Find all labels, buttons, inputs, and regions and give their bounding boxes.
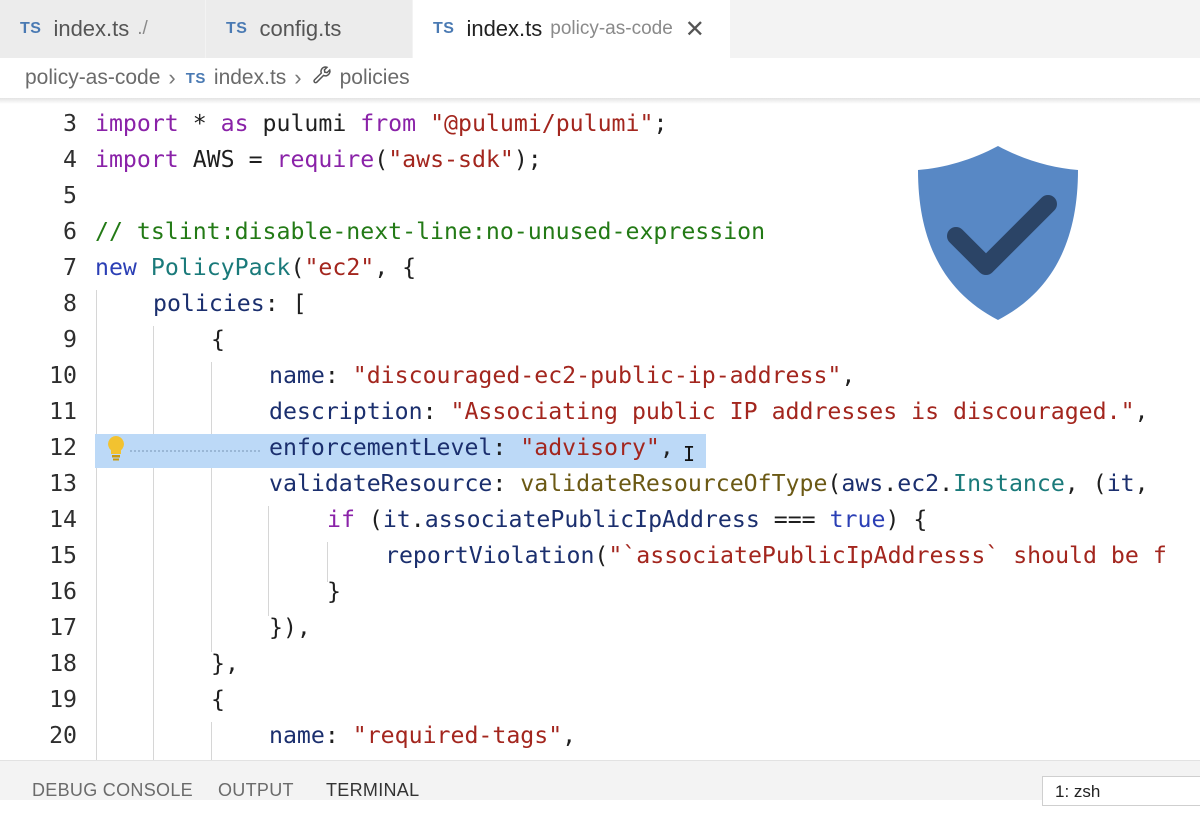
code-text: name: "required-tags", <box>269 722 577 749</box>
code-text: name: "discouraged-ec2-public-ip-address… <box>269 362 856 389</box>
code-line: 7 new PolicyPack("ec2", { <box>0 250 1200 286</box>
code-text: import AWS = require("aws-sdk"); <box>95 146 542 173</box>
line-number: 6 <box>63 218 77 245</box>
indent-guide <box>96 290 97 760</box>
breadcrumb-file[interactable]: index.ts <box>213 66 287 89</box>
line-number: 7 <box>63 254 77 281</box>
terminal-select[interactable]: 1: zsh <box>1042 776 1200 806</box>
line-number: 13 <box>49 470 77 497</box>
shield-check-icon <box>912 142 1084 324</box>
tab-debug-console[interactable]: DEBUG CONSOLE <box>32 780 193 800</box>
tab-index-ts-root[interactable]: TS index.ts ./ <box>0 0 205 58</box>
code-text: reportViolation("`associatePublicIpAddre… <box>385 542 1167 569</box>
line-number: 12 <box>49 434 77 461</box>
code-text: }), <box>269 614 311 641</box>
indent-guide <box>153 326 154 760</box>
code-text: new PolicyPack("ec2", { <box>95 254 417 281</box>
code-line: 5 <box>0 178 1200 214</box>
breadcrumb: policy-as-code › TS index.ts › policies <box>0 58 1200 98</box>
line-number: 19 <box>49 686 77 713</box>
tab-label: config.ts <box>259 16 342 41</box>
line-number: 14 <box>49 506 77 533</box>
code-text: import * as pulumi from "@pulumi/pulumi"… <box>95 110 668 137</box>
indent-guide <box>211 362 212 652</box>
breadcrumb-folder[interactable]: policy-as-code <box>25 66 161 89</box>
line-number: 18 <box>49 650 77 677</box>
line-number: 10 <box>49 362 77 389</box>
line-number: 15 <box>49 542 77 569</box>
code-text: // tslint:disable-next-line:no-unused-ex… <box>95 218 766 245</box>
code-text: { <box>211 686 225 713</box>
indent-guide <box>268 506 269 616</box>
typescript-file-icon: TS <box>433 20 455 37</box>
line-number: 9 <box>63 326 77 353</box>
code-text: }, <box>211 650 239 677</box>
chevron-right-icon: › <box>294 65 302 90</box>
tab-output[interactable]: OUTPUT <box>218 780 294 800</box>
line-number: 20 <box>49 722 77 749</box>
chevron-right-icon: › <box>168 65 176 90</box>
code-line: 8 policies: [ <box>0 286 1200 322</box>
close-icon[interactable]: ✕ <box>684 15 705 43</box>
whitespace-dots <box>130 450 260 452</box>
indent-guide <box>211 722 212 760</box>
tab-config-ts[interactable]: TS config.ts <box>206 0 412 58</box>
line-number: 11 <box>49 398 77 425</box>
text-cursor-icon: I <box>683 442 696 466</box>
lightbulb-icon[interactable] <box>105 434 127 462</box>
editor-tab-bar: TS index.ts ./ TS config.ts TS index.ts … <box>0 0 1200 58</box>
code-line: 9{ <box>0 322 1200 358</box>
tab-path: ./ <box>137 18 148 39</box>
code-line: 15 reportViolation("`associatePublicIpAdd… <box>0 538 1200 574</box>
code-line: 20 name: "required-tags", <box>0 718 1200 754</box>
code-line: 17}), <box>0 610 1200 646</box>
code-text: validateResource: validateResourceOfType… <box>269 470 1163 497</box>
code-text: policies: [ <box>153 290 307 317</box>
code-line: 12 enforcementLevel: "advisory", <box>0 430 1200 466</box>
code-text: if (it.associatePublicIpAddress === true… <box>327 506 928 533</box>
line-number: 17 <box>49 614 77 641</box>
code-line: 14 if (it.associatePublicIpAddress === tr… <box>0 502 1200 538</box>
code-text: enforcementLevel: "advisory", <box>269 434 674 461</box>
code-line: 16} <box>0 574 1200 610</box>
line-number: 8 <box>63 290 77 317</box>
tab-label: index.ts <box>53 16 130 41</box>
line-number: 4 <box>63 146 77 173</box>
code-line: 13 validateResource: validateResourceOfTy… <box>0 466 1200 502</box>
code-text: { <box>211 326 225 353</box>
typescript-file-icon: TS <box>226 20 248 37</box>
code-line: 3 import * as pulumi from "@pulumi/pulumi… <box>0 106 1200 142</box>
indent-guide <box>327 542 328 582</box>
breadcrumb-symbol[interactable]: policies <box>339 66 410 89</box>
tab-index-ts-policy-as-code[interactable]: TS index.ts policy-as-code ✕ <box>413 0 730 58</box>
line-number: 3 <box>63 110 77 137</box>
tab-label: index.ts <box>466 16 543 41</box>
code-line: 11 description: "Associating public IP ad… <box>0 394 1200 430</box>
code-line: 6 // tslint:disable-next-line:no-unused-e… <box>0 214 1200 250</box>
code-line: 4 import AWS = require("aws-sdk"); <box>0 142 1200 178</box>
code-line: 18}, <box>0 646 1200 682</box>
line-number: 5 <box>63 182 77 209</box>
typescript-file-icon: TS <box>20 20 42 37</box>
code-line: 19 { <box>0 682 1200 718</box>
line-number: 16 <box>49 578 77 605</box>
tab-terminal[interactable]: TERMINAL <box>326 780 420 800</box>
breadcrumb-shadow <box>0 98 1200 104</box>
code-text: description: "Associating public IP addr… <box>269 398 1149 425</box>
code-lines: 3 import * as pulumi from "@pulumi/pulumi… <box>0 92 1200 760</box>
wrench-icon <box>312 65 332 91</box>
bottom-panel: DEBUG CONSOLE OUTPUT TERMINAL <box>0 760 1200 800</box>
tab-path: policy-as-code <box>550 18 673 39</box>
typescript-file-icon: TS <box>185 69 206 87</box>
code-text: } <box>327 578 341 605</box>
code-line: 10 name: "discouraged-ec2-public-ip-addre… <box>0 358 1200 394</box>
